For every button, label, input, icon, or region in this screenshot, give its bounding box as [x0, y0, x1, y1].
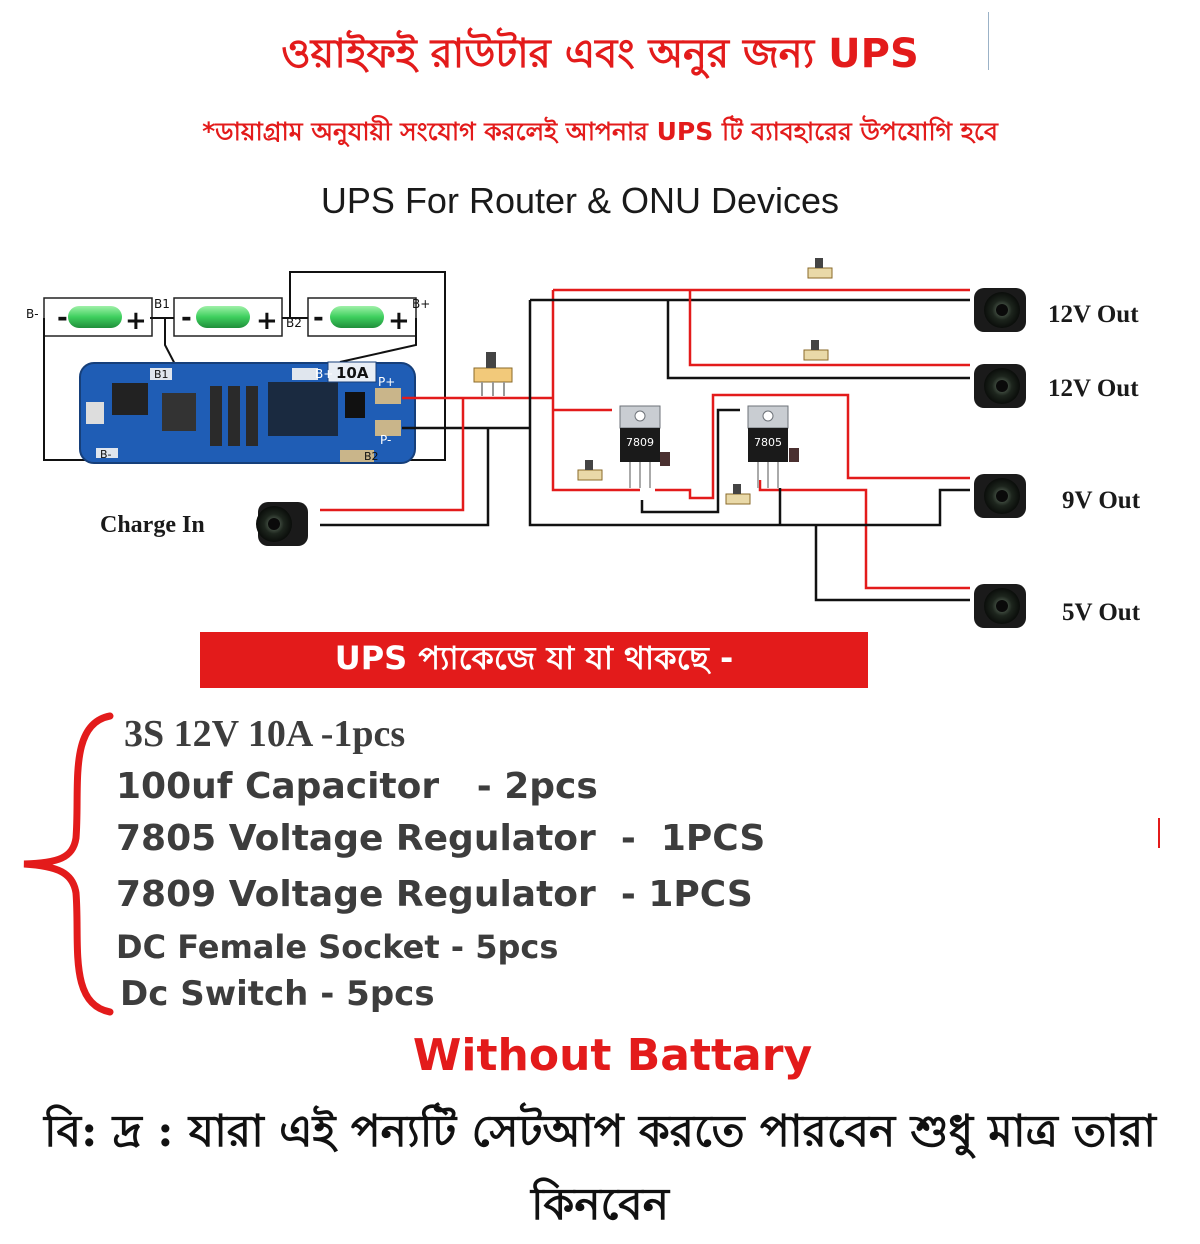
regulator-7809: 7809 [619, 405, 670, 488]
bms-pin-b1: B1 [154, 368, 169, 381]
battery-cell-1: - + [43, 297, 153, 337]
battery-b1-label: B1 [154, 297, 170, 311]
footer-note: বি: দ্র : যারা এই পন্যটি সেটআপ করতে পারব… [44, 1106, 1156, 1230]
dc-switch-12v-b [803, 340, 829, 361]
package-item-bms: 3S 12V 10A -1pcs [124, 713, 406, 755]
package-item-capacitor: 100uf Capacitor - 2pcs [116, 766, 598, 807]
battery-b-plus-label: B+ [412, 297, 430, 311]
battery-b-minus-label: B- [26, 307, 39, 321]
package-item-7805: 7805 Voltage Regulator - 1PCS [116, 818, 766, 859]
regulator-7805: 7805 [747, 405, 799, 488]
package-item-dc-socket: DC Female Socket - 5pcs [116, 928, 559, 966]
curly-brace-icon [23, 712, 114, 1016]
package-heading-banner: UPS প্যাকেজে যা যা থাকছে - [200, 632, 868, 688]
battery-cell-2: - + [173, 297, 283, 337]
title-divider [988, 12, 989, 70]
output-label-12v-1: 12V Out [1048, 301, 1139, 328]
package-item-7809: 7809 Voltage Regulator - 1PCS [116, 874, 753, 915]
bms-rating-label: 10A [336, 364, 369, 382]
dc-jack-5v-out [974, 584, 1026, 628]
battery-cell-3: - + [307, 297, 417, 337]
bms-pin-p-minus: P- [380, 433, 391, 447]
battery-pack: - + - + - + B- B1 B2 B+ [26, 297, 430, 337]
dc-jack-charge-in [256, 502, 308, 546]
output-label-5v: 5V Out [1062, 599, 1141, 626]
charge-in-label: Charge In [100, 512, 205, 538]
bms-pin-b-minus: B- [100, 448, 112, 461]
page-title: ওয়াইফই রাউটার এবং অনুর জন্য UPS [281, 31, 919, 77]
regulator-7809-label: 7809 [626, 436, 654, 449]
dc-switch-12v-a [807, 258, 833, 279]
bms-pin-b2: B2 [364, 450, 379, 463]
package-item-dc-switch: Dc Switch - 5pcs [120, 974, 435, 1014]
svg-text:+: + [125, 306, 147, 336]
edge-mark [1158, 818, 1160, 848]
svg-text:+: + [256, 306, 278, 336]
output-label-12v-2: 12V Out [1048, 375, 1139, 402]
dc-switch-main [473, 352, 513, 396]
bms-board: 10A B+ P+ P- B- B1 B2 [79, 361, 416, 464]
bms-pin-p-plus: P+ [378, 375, 395, 389]
page-subtitle: *ডায়াগ্রাম অনুযায়ী সংযোগ করলেই আপনার U… [202, 117, 998, 146]
dc-jack-9v-out [974, 474, 1026, 518]
dc-switch-9v [577, 460, 603, 481]
svg-text:-: - [57, 303, 68, 333]
bms-pin-b-plus: B+ [315, 367, 333, 381]
diagram-title: UPS For Router & ONU Devices [320, 180, 840, 221]
without-battery-note: Without Battary [412, 1030, 813, 1081]
regulator-7805-label: 7805 [754, 436, 782, 449]
dc-jack-12v-out-2 [974, 364, 1026, 408]
svg-text:-: - [181, 303, 192, 333]
battery-b2-label: B2 [286, 316, 302, 330]
svg-text:+: + [388, 306, 410, 336]
package-heading: UPS প্যাকেজে যা যা থাকছে - [334, 639, 734, 677]
dc-switch-5v [725, 484, 751, 505]
svg-text:-: - [313, 303, 324, 333]
output-label-9v: 9V Out [1062, 487, 1141, 514]
dc-jack-12v-out-1 [974, 288, 1026, 332]
wiring-diagram: - + - + - + B- B1 B2 B+ [26, 258, 1141, 628]
